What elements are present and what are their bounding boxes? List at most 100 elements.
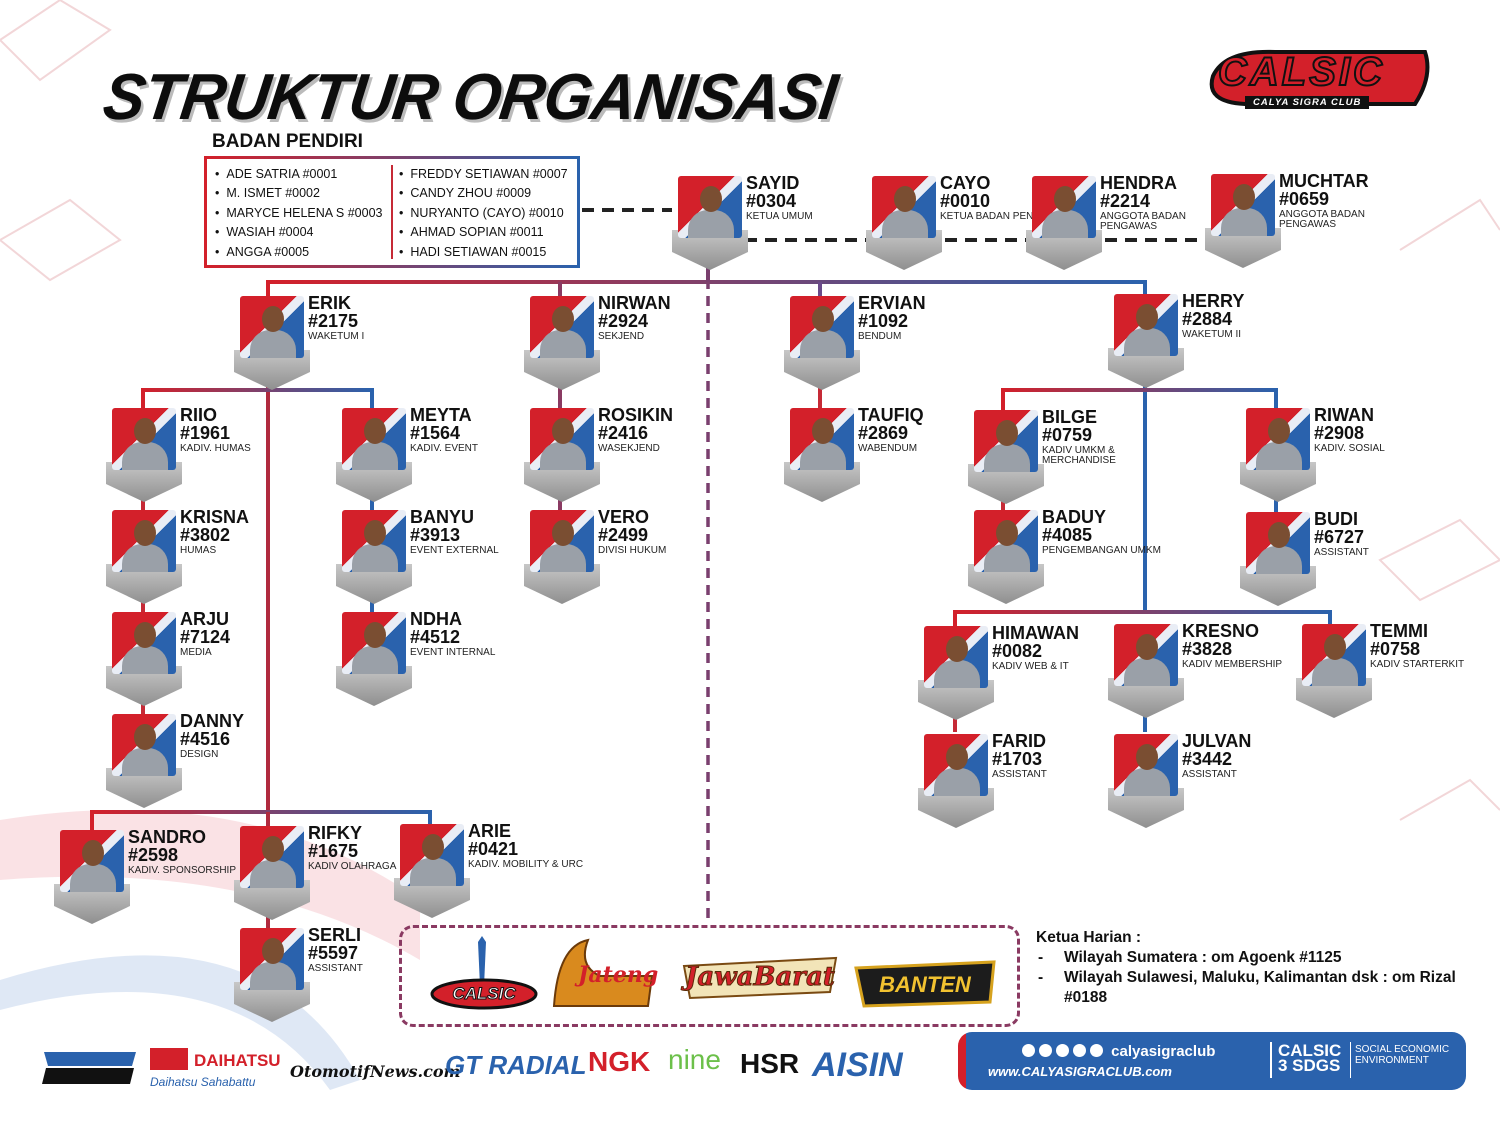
- member-badge: [1205, 170, 1281, 268]
- member-photo: [342, 510, 406, 572]
- member-name: KRESNO: [1182, 621, 1260, 641]
- member-photo: [1114, 734, 1178, 796]
- member-role: KADIV STARTERKIT: [1370, 659, 1465, 670]
- member-badge: [524, 404, 600, 502]
- member-photo: [400, 824, 464, 886]
- founders-title: BADAN PENDIRI: [212, 131, 363, 152]
- member-number: #5597: [308, 943, 359, 963]
- member-role: ASSISTANT: [992, 769, 1047, 780]
- sponsor-daihatsu: DAIHATSU Daihatsu Sahabattu: [150, 1048, 281, 1089]
- member-role: KADIV WEB & IT: [992, 661, 1069, 672]
- sponsor-calsic-dpp-logo: [40, 1046, 140, 1088]
- member-name: HIMAWAN: [992, 623, 1079, 643]
- member-role: WABENDUM: [858, 443, 918, 454]
- member-photo: [530, 408, 594, 470]
- sponsor-otomotifnews: OtomotifNews.com: [290, 1062, 461, 1081]
- member-badge: [866, 172, 942, 270]
- founders-list-left: ADE SATRIA #0001 M. ISMET #0002 MARYCE H…: [215, 165, 383, 262]
- member-role: HUMAS: [180, 545, 217, 556]
- daihatsu-icon: [150, 1048, 188, 1070]
- member-number: #1703: [992, 749, 1043, 769]
- member-name: TEMMI: [1370, 621, 1428, 641]
- wayang-icon: [552, 938, 654, 1007]
- member-role: EVENT EXTERNAL: [410, 545, 499, 556]
- member-photo: [240, 826, 304, 888]
- founder-item: MARYCE HELENA S #0003: [215, 204, 382, 223]
- instagram-icon: [1056, 1044, 1069, 1057]
- member-number: #3802: [180, 525, 231, 545]
- member-number: #1092: [858, 311, 909, 331]
- member-photo: [240, 296, 304, 358]
- member-role: PENGEMBANGAN UMKM: [1042, 545, 1161, 556]
- founder-item: HADI SETIAWAN #0015: [399, 243, 568, 262]
- footer-band: [958, 1032, 1466, 1090]
- member-name: HENDRA: [1100, 173, 1178, 193]
- member-number: #6727: [1314, 527, 1365, 547]
- member-photo: [924, 734, 988, 796]
- member-number: #0304: [746, 191, 797, 211]
- member-number: #2924: [598, 311, 649, 331]
- member-badge: [968, 506, 1044, 604]
- footer-divider: [1270, 1042, 1272, 1078]
- regional-logos-box: CALSIC Jateng JawaBarat BANTEN: [399, 925, 1020, 1027]
- member-badge: [106, 710, 182, 808]
- member-name: RIFKY: [308, 823, 362, 843]
- member-badge: [968, 406, 1044, 504]
- member-badge: [784, 292, 860, 390]
- regional-logo-calsic: CALSIC: [424, 936, 544, 1014]
- member-badge: [1108, 730, 1184, 828]
- founder-item: WASIAH #0004: [215, 223, 383, 242]
- member-role: MEDIA: [180, 647, 212, 658]
- founder-item: CANDY ZHOU #0009: [399, 184, 568, 203]
- member-badge: [106, 608, 182, 706]
- calsic-dpp-logo-icon: [42, 1052, 136, 1084]
- member-badge: [106, 404, 182, 502]
- member-role: KETUA BADAN PENGAWAS: [940, 211, 1070, 222]
- founders-list-right: FREDDY SETIAWAN #0007 CANDY ZHOU #0009 N…: [399, 165, 568, 262]
- member-number: #1564: [410, 423, 461, 443]
- calsic-logo-subtitle: CALYA SIGRA CLUB: [1245, 96, 1370, 109]
- member-number: #3828: [1182, 639, 1233, 659]
- founder-item: ADE SATRIA #0001: [215, 165, 383, 184]
- member-badge: [918, 622, 994, 720]
- member-role: KADIV. EVENT: [410, 443, 478, 454]
- member-photo: [678, 176, 742, 238]
- member-photo: [1114, 294, 1178, 356]
- member-name: FARID: [992, 731, 1046, 751]
- banner-icon: [682, 956, 838, 1000]
- ketua-harian: Ketua Harian : Wilayah Sumatera : om Ago…: [1036, 928, 1476, 1008]
- member-number: #0758: [1370, 639, 1421, 659]
- member-role: WAKETUM II: [1182, 329, 1242, 340]
- member-badge: [234, 924, 310, 1022]
- member-role: ASSISTANT: [308, 963, 363, 974]
- member-name: ERIK: [308, 293, 352, 313]
- member-number: #1675: [308, 841, 359, 861]
- footer-website[interactable]: www.CALYASIGRACLUB.com: [988, 1064, 1172, 1079]
- member-name: BADUY: [1042, 507, 1107, 527]
- regional-logo-banten: BANTEN: [850, 936, 1000, 1014]
- monument-icon: [430, 936, 538, 1010]
- regional-logo-jateng: Jateng: [548, 936, 668, 1014]
- member-name: SANDRO: [128, 827, 207, 847]
- member-badge: [918, 730, 994, 828]
- footer-social[interactable]: calyasigraclub: [1022, 1043, 1215, 1060]
- member-name: VERO: [598, 507, 650, 527]
